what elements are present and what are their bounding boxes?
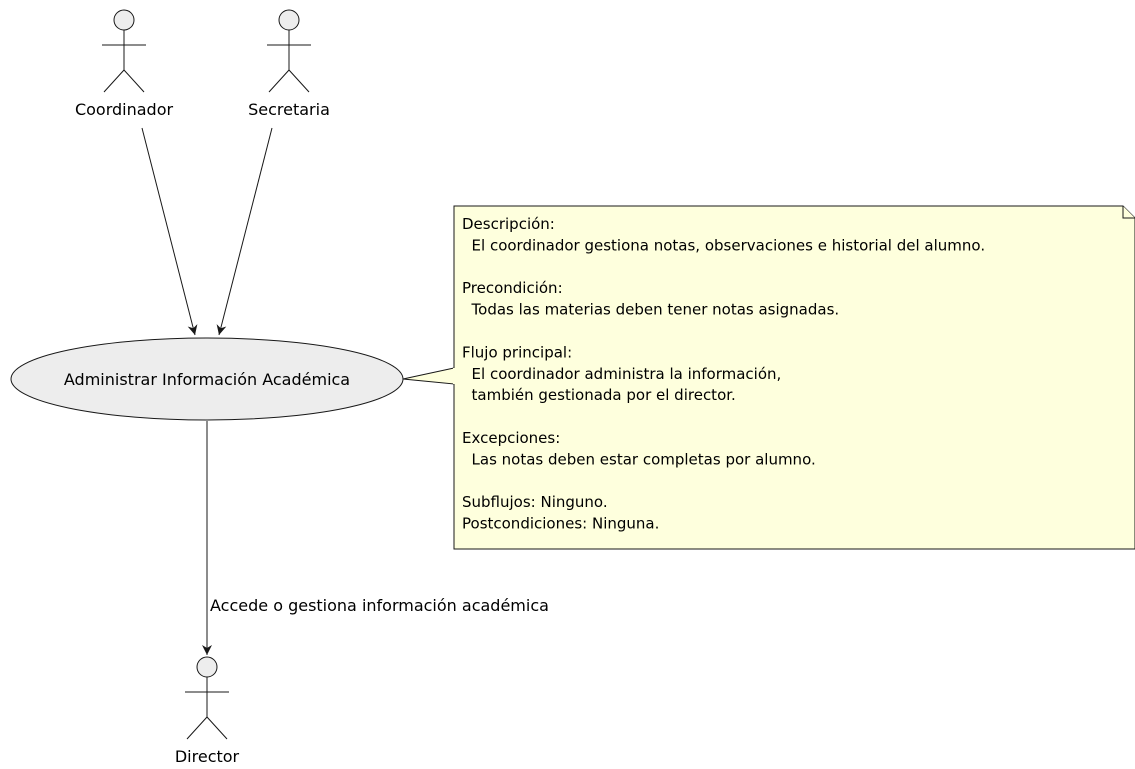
note-line: también gestionada por el director.: [462, 386, 736, 404]
relation-label: Accede o gestiona información académica: [210, 596, 549, 615]
association-coordinador: [141, 127, 198, 336]
note-line: Excepciones:: [462, 429, 560, 447]
actor-head: [113, 9, 135, 31]
note-line: Todas las materias deben tener notas asi…: [462, 301, 839, 319]
note-text-block: Descripción: El coordinador gestiona not…: [462, 215, 985, 533]
actor-head: [196, 656, 218, 678]
note-body: [453, 205, 1135, 550]
note-line: Precondición:: [462, 279, 563, 297]
note-connector: [402, 367, 455, 385]
note-corner: [1122, 206, 1135, 219]
note-line: Las notas deben estar completas por alum…: [462, 450, 816, 468]
actor-label-secretaria: Secretaria: [248, 100, 330, 119]
note-line: Postcondiciones: Ninguna.: [462, 515, 659, 533]
actor-secretaria[interactable]: Secretaria: [248, 9, 330, 119]
association-secretaria: [216, 127, 273, 336]
note-line: Subflujos: Ninguno.: [462, 493, 608, 511]
use-case-administrar[interactable]: Administrar Información Académica: [10, 337, 404, 421]
note-line: El coordinador administra la información…: [462, 365, 781, 383]
actor-coordinador[interactable]: Coordinador: [75, 9, 174, 119]
note: Descripción: El coordinador gestiona not…: [453, 205, 1135, 550]
use-case-label: Administrar Información Académica: [64, 370, 350, 389]
actor-label-coordinador: Coordinador: [75, 100, 174, 119]
actor-head: [278, 9, 300, 31]
note-line: Descripción:: [462, 215, 555, 233]
actor-director[interactable]: Director: [175, 656, 240, 766]
actor-label-director: Director: [175, 747, 240, 766]
note-line: Flujo principal:: [462, 343, 572, 361]
note-line: El coordinador gestiona notas, observaci…: [462, 236, 985, 254]
